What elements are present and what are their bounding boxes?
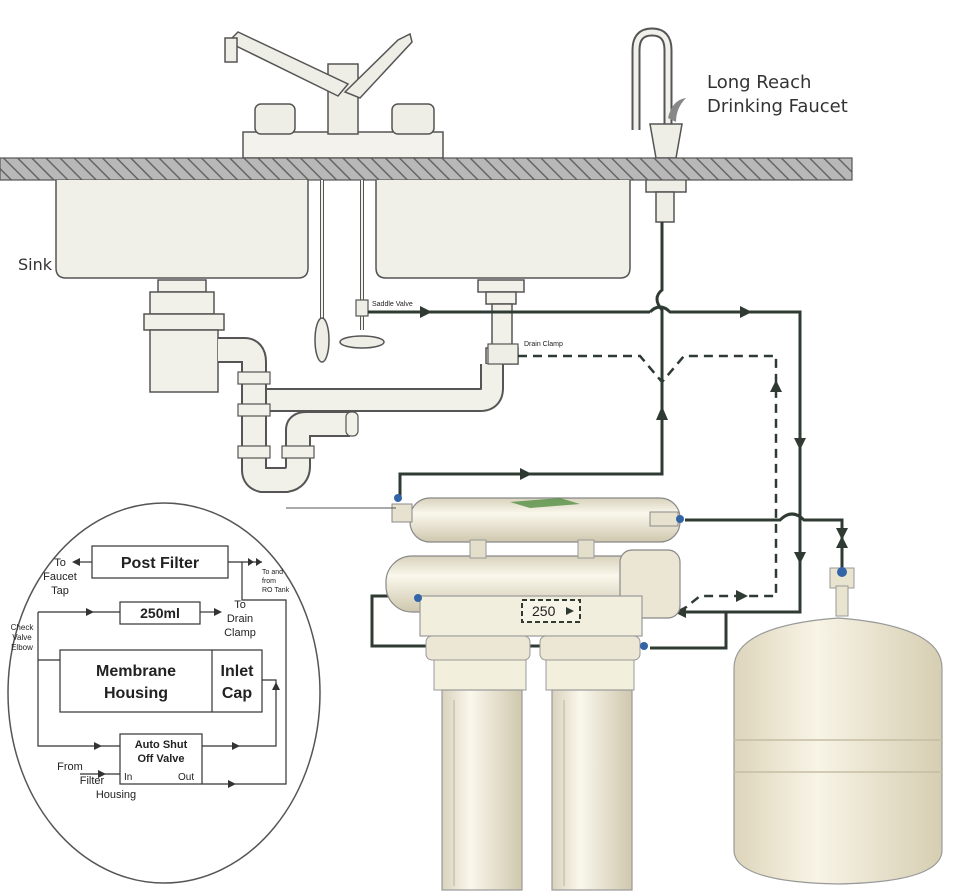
inset-post-filter-box xyxy=(91,545,229,579)
inset-inlet-2: Cap xyxy=(222,685,252,702)
inset-to-tank-1: To and xyxy=(262,569,283,576)
inset-membrane-2: Housing xyxy=(104,685,168,702)
inset-post-filter: Post Filter xyxy=(121,555,199,572)
inset-asov-2: Off Valve xyxy=(137,753,184,765)
flow-restrictor-label: 250 xyxy=(532,603,556,619)
sediment-filter-housing xyxy=(441,689,523,891)
inset-asov-out: Out xyxy=(178,772,194,783)
inset-to-drain-2: Drain xyxy=(227,613,253,625)
inset-restrictor: 250ml xyxy=(140,605,180,621)
drain-clamp-label: Drain Clamp xyxy=(524,341,563,348)
inset-to-faucet-1: To xyxy=(54,557,66,569)
inset-from-1: From xyxy=(57,761,83,773)
faucet-label-line2: Drinking Faucet xyxy=(707,96,848,117)
drain-plumbing xyxy=(143,279,525,493)
inset-to-faucet-2: Faucet xyxy=(43,571,77,583)
ro-filter-unit: 250 xyxy=(385,494,684,891)
flow-restrictor xyxy=(521,599,581,623)
flow-schematic-inset: Post Filter 250ml Membrane Housing Inlet… xyxy=(7,502,321,884)
inset-to-faucet-3: Tap xyxy=(51,585,69,597)
sink-label: Sink xyxy=(18,255,53,274)
inset-check-3: Elbow xyxy=(11,643,33,652)
inset-membrane-box xyxy=(59,649,263,713)
inset-asov-in: In xyxy=(124,772,132,783)
inset-inlet-1: Inlet xyxy=(221,663,255,680)
flow-arrows xyxy=(420,306,848,618)
ro-storage-tank xyxy=(733,567,943,885)
faucet-label-line1: Long Reach xyxy=(707,72,811,93)
faucet-supply-lines xyxy=(314,180,385,363)
inset-to-drain-1: To xyxy=(234,599,246,611)
inset-to-tank-2: from xyxy=(262,578,276,585)
saddle-valve-label: Saddle Valve xyxy=(372,301,413,308)
inset-from-3: Housing xyxy=(96,789,136,801)
inset-to-tank-3: RO Tank xyxy=(262,587,290,594)
inset-restrictor-box xyxy=(119,601,201,625)
drinking-faucet xyxy=(631,27,687,223)
inset-check-2: Valve xyxy=(12,633,32,642)
kitchen-faucet xyxy=(224,31,444,159)
inset-asov-1: Auto Shut xyxy=(135,739,188,751)
inset-to-drain-3: Clamp xyxy=(224,627,256,639)
countertop xyxy=(0,157,853,181)
inset-membrane-1: Membrane xyxy=(96,663,176,680)
sink-basins xyxy=(55,180,631,279)
tubing-solid xyxy=(368,222,844,650)
inset-asov-box xyxy=(119,733,203,785)
carbon-filter-housing xyxy=(551,689,633,891)
inset-check-1: Check xyxy=(11,623,35,632)
inset-from-2: Filter xyxy=(80,775,105,787)
